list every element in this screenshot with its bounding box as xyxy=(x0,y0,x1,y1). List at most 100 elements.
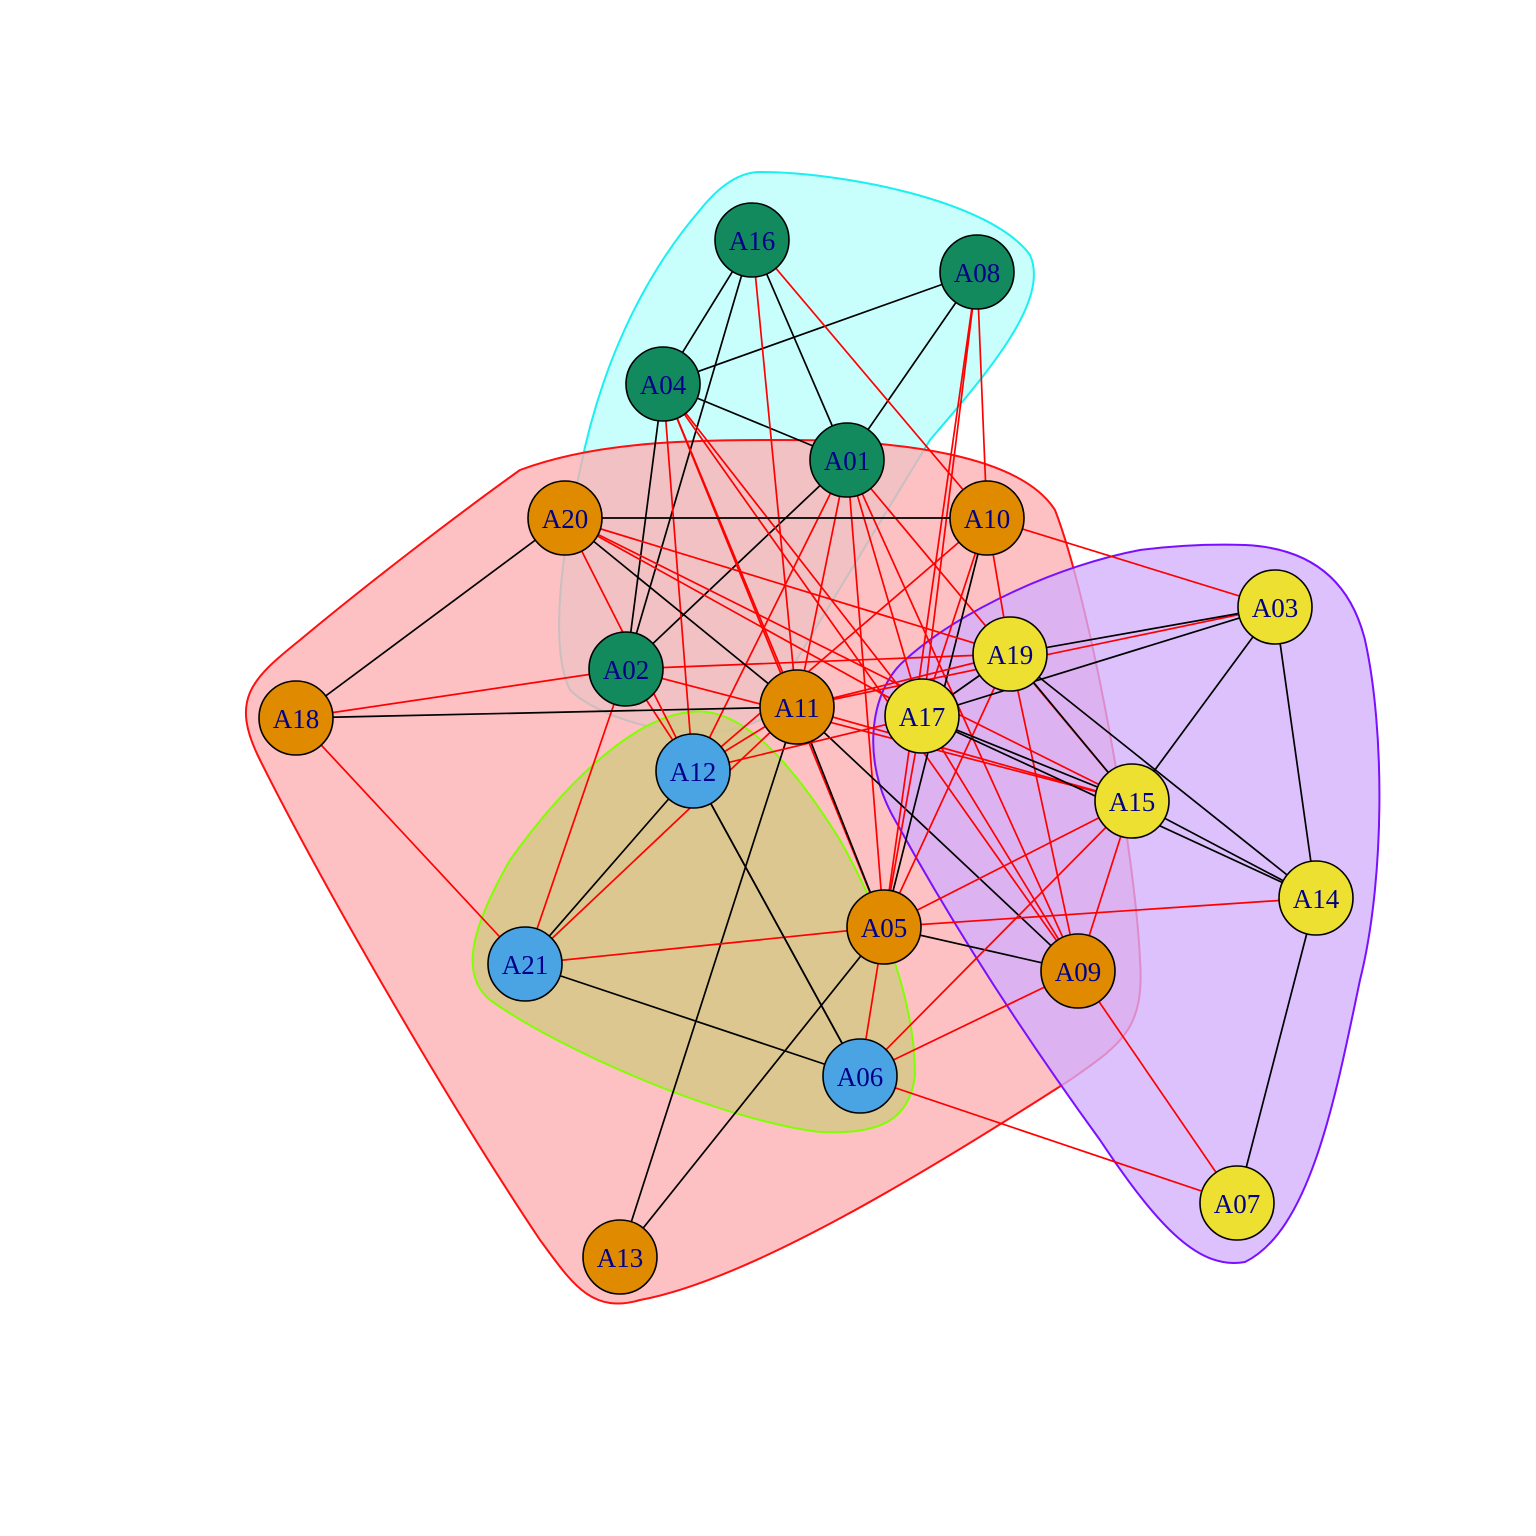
edge-a14-a07 xyxy=(1236,897,1317,1204)
node-label: A04 xyxy=(640,370,687,400)
edge-a11-a13 xyxy=(619,706,798,1258)
node-circle xyxy=(884,678,960,754)
node-label: A01 xyxy=(824,446,871,476)
node-a16[interactable]: A16 xyxy=(714,202,790,278)
node-label: A19 xyxy=(987,640,1034,670)
node-a20[interactable]: A20 xyxy=(527,480,603,556)
node-a08[interactable]: A08 xyxy=(939,234,1015,310)
edge-a05-a15 xyxy=(883,800,1133,928)
edge-a04-a12 xyxy=(662,383,694,772)
edge-a06-a07 xyxy=(859,1075,1238,1204)
node-a19[interactable]: A19 xyxy=(972,616,1048,692)
edge-a01-a12 xyxy=(692,459,848,772)
node-a02[interactable]: A02 xyxy=(588,631,664,707)
node-a01[interactable]: A01 xyxy=(809,422,885,498)
edge-a16-a01 xyxy=(751,239,848,461)
node-circle xyxy=(972,616,1048,692)
node-a18[interactable]: A18 xyxy=(258,680,334,756)
node-circle xyxy=(1278,860,1354,936)
edge-a16-a02 xyxy=(625,239,753,670)
edge-a03-a14 xyxy=(1274,606,1317,899)
edge-a19-a03 xyxy=(1009,606,1276,655)
node-label: A18 xyxy=(273,704,320,734)
edge-a02-a19 xyxy=(625,653,1011,670)
node-label: A09 xyxy=(1055,957,1102,987)
node-a14[interactable]: A14 xyxy=(1278,860,1354,936)
node-label: A16 xyxy=(729,226,776,256)
node-a03[interactable]: A03 xyxy=(1237,569,1313,645)
node-circle xyxy=(625,346,701,422)
edge-a10-a03 xyxy=(986,517,1276,608)
edge-a12-a17 xyxy=(692,715,923,772)
node-circle xyxy=(822,1038,898,1114)
node-a06[interactable]: A06 xyxy=(822,1038,898,1114)
edge-a20-a18 xyxy=(295,517,566,719)
node-circle xyxy=(1199,1165,1275,1241)
node-label: A13 xyxy=(597,1243,644,1273)
node-circle xyxy=(759,669,835,745)
node-label: A06 xyxy=(837,1062,884,1092)
edge-a02-a21 xyxy=(524,668,627,965)
edge-a02-a15 xyxy=(625,668,1133,802)
edge-a06-a09 xyxy=(859,970,1079,1077)
edge-a08-a04 xyxy=(662,271,978,385)
node-a07[interactable]: A07 xyxy=(1199,1165,1275,1241)
node-label: A14 xyxy=(1293,884,1340,914)
node-a15[interactable]: A15 xyxy=(1094,763,1170,839)
node-a05[interactable]: A05 xyxy=(846,889,922,965)
node-circle xyxy=(582,1219,658,1295)
node-label: A20 xyxy=(542,504,589,534)
edge-a08-a17 xyxy=(921,271,978,717)
node-label: A08 xyxy=(954,258,1001,288)
node-label: A21 xyxy=(502,950,549,980)
node-label: A03 xyxy=(1252,593,1299,623)
node-label: A07 xyxy=(1214,1189,1261,1219)
community-hulls xyxy=(244,170,1381,1305)
node-a13[interactable]: A13 xyxy=(582,1219,658,1295)
node-a04[interactable]: A04 xyxy=(625,346,701,422)
edge-a20-a15 xyxy=(564,517,1133,802)
edge-a21-a06 xyxy=(524,963,861,1077)
node-a11[interactable]: A11 xyxy=(759,669,835,745)
edge-a12-a06 xyxy=(692,770,861,1077)
node-a09[interactable]: A09 xyxy=(1040,933,1116,1009)
node-circle xyxy=(949,480,1025,556)
node-a12[interactable]: A12 xyxy=(655,733,731,809)
node-circle xyxy=(1237,569,1313,645)
node-circle xyxy=(1040,933,1116,1009)
edge-a06-a15 xyxy=(859,800,1133,1077)
edge-a18-a11 xyxy=(295,706,798,719)
node-label: A10 xyxy=(964,504,1011,534)
edge-a20-a11 xyxy=(564,517,798,708)
node-label: A17 xyxy=(899,702,946,732)
node-circle xyxy=(846,889,922,965)
edge-a09-a07 xyxy=(1077,970,1238,1204)
node-a17[interactable]: A17 xyxy=(884,678,960,754)
edge-a02-a18 xyxy=(295,668,627,719)
edge-a01-a17 xyxy=(846,459,923,717)
node-circle xyxy=(258,680,334,756)
node-a10[interactable]: A10 xyxy=(949,480,1025,556)
node-a21[interactable]: A21 xyxy=(487,926,563,1002)
node-circle xyxy=(1094,763,1170,839)
edge-a03-a15 xyxy=(1131,606,1276,802)
edge-a19-a09 xyxy=(1009,653,1079,972)
edge-a20-a17 xyxy=(564,517,923,717)
edge-a04-a02 xyxy=(625,383,664,670)
node-circle xyxy=(809,422,885,498)
node-circle xyxy=(527,480,603,556)
edge-a17-a03 xyxy=(921,606,1276,717)
edge-a18-a21 xyxy=(295,717,526,965)
edge-a05-a14 xyxy=(883,897,1317,928)
hull-purple xyxy=(872,543,1381,1264)
edge-a04-a17 xyxy=(662,383,923,717)
edge-a01-a11 xyxy=(796,459,848,708)
edge-a08-a01 xyxy=(846,271,978,461)
node-circle xyxy=(588,631,664,707)
edge-a20-a19 xyxy=(564,517,1011,655)
edge-a11-a05 xyxy=(796,706,885,928)
edge-a19-a05 xyxy=(883,653,1011,928)
edge-a04-a05 xyxy=(662,383,885,928)
node-label: A12 xyxy=(670,757,717,787)
